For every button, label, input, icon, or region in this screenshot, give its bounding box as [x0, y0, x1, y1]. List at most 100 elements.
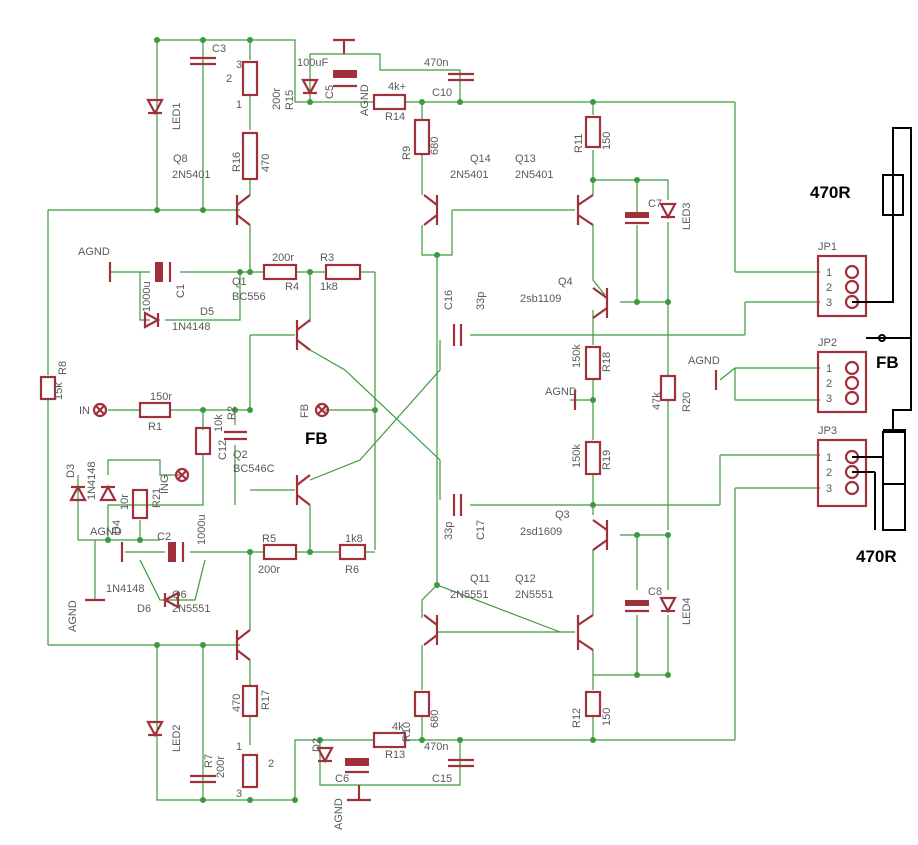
label-r14-value: 4k+: [388, 81, 406, 93]
label-q14: Q14: [470, 153, 491, 165]
label-r6: R6: [345, 564, 359, 576]
label-c16: C16: [443, 290, 455, 310]
label-r17-value: 470: [231, 694, 243, 712]
label-c16-value: 33p: [475, 292, 487, 310]
label-r5-value: 200r: [258, 564, 280, 576]
label-d5-value: 1N4148: [172, 321, 211, 333]
label-q3: Q3: [555, 509, 570, 521]
label-r12: R12: [571, 708, 583, 728]
capacitors: [155, 56, 649, 784]
label-r21: R21: [151, 488, 163, 508]
label-d5: D5: [200, 306, 214, 318]
label-in: IN: [79, 405, 90, 417]
label-r15-value: 200r: [271, 88, 283, 110]
label-r16: R16: [231, 152, 243, 172]
bold-annotations: FB FB 470R 470R: [305, 183, 899, 566]
label-q2: Q2: [233, 449, 248, 461]
label-ing: ING: [159, 474, 171, 494]
label-d3-value: 1N4148: [86, 461, 98, 500]
label-c1: C1: [175, 284, 187, 298]
label-q12-value: 2N5551: [515, 589, 554, 601]
label-agnd-input: AGND: [90, 526, 122, 538]
label-c2-value: 1000u: [196, 514, 208, 545]
label-r13-value: 4k: [392, 721, 404, 733]
resistor-470r-top-label: 470R: [810, 183, 851, 202]
label-c2: C2: [157, 531, 171, 543]
label-r3-value: 1k8: [320, 281, 338, 293]
label-q1: Q1: [232, 276, 247, 288]
label-r5: R5: [262, 533, 276, 545]
label-jp1-pin3: 3: [826, 297, 832, 309]
label-c10: C10: [432, 87, 452, 99]
resistors: [39, 60, 677, 789]
label-r14: R14: [385, 111, 405, 123]
feedback-annotation: [852, 127, 912, 531]
label-agnd-top: AGND: [359, 84, 371, 116]
label-r2-value: 10k: [213, 414, 225, 432]
label-agnd-bottom-left: AGND: [67, 600, 79, 632]
label-jp2: JP2: [818, 337, 837, 349]
label-r15: R15: [284, 90, 296, 110]
label-r4-value: 200r: [272, 252, 294, 264]
label-r10-value: 680: [429, 710, 441, 728]
fb-annotation-right: FB: [876, 353, 899, 372]
label-r19-value: 150k: [571, 444, 583, 468]
component-labels: C3 2 3 1 200r R15 LED1 R16 470 Q8 2N5401…: [53, 43, 837, 830]
label-r18-value: 150k: [571, 344, 583, 368]
label-q8: Q8: [173, 153, 188, 165]
label-d6-value: 1N4148: [106, 583, 145, 595]
label-r15-pin2: 2: [226, 73, 232, 85]
label-r7-pin2: 2: [268, 758, 274, 770]
label-jp2-pin2: 2: [826, 378, 832, 390]
label-jp1: JP1: [818, 241, 837, 253]
label-c5: C5: [324, 85, 336, 99]
label-q13: Q13: [515, 153, 536, 165]
label-jp1-pin1: 1: [826, 267, 832, 279]
label-c15: C15: [432, 773, 452, 785]
label-c15-value: 470n: [424, 741, 448, 753]
label-q3-value: 2sd1609: [520, 526, 562, 538]
label-led2: LED2: [171, 724, 183, 752]
label-r9-value: 680: [429, 137, 441, 155]
diodes: [69, 78, 677, 764]
label-q6: Q6: [172, 589, 187, 601]
resistor-470r-bottom-label: 470R: [856, 547, 897, 566]
label-r20-value: 47k: [651, 392, 663, 410]
wires: [47, 39, 820, 801]
label-r17: R17: [260, 690, 272, 710]
label-q6-value: 2N5551: [172, 603, 211, 615]
label-q4-value: 2sb1109: [520, 293, 561, 305]
label-d6: D6: [137, 603, 151, 615]
label-jp2-pin3: 3: [826, 393, 832, 405]
label-r20: R20: [681, 392, 693, 412]
label-r1: R1: [148, 421, 162, 433]
label-d2: D2: [311, 738, 323, 752]
label-q12: Q12: [515, 573, 536, 585]
label-q1-value: BC556: [232, 291, 266, 303]
transistors: [235, 194, 609, 661]
label-c17-value: 33p: [443, 522, 455, 540]
label-r3: R3: [320, 252, 334, 264]
label-r10: R10: [401, 722, 413, 742]
label-agnd-q4: AGND: [545, 386, 577, 398]
label-agnd-c1: AGND: [78, 246, 110, 258]
label-r2: R2: [226, 406, 238, 420]
label-r19: R19: [601, 450, 613, 470]
label-led4: LED4: [681, 597, 693, 625]
label-r6-value: 1k8: [345, 533, 363, 545]
label-agnd-bottom: AGND: [333, 798, 345, 830]
label-d3: D3: [65, 464, 77, 478]
label-r16-value: 470: [260, 154, 272, 172]
label-jp3-pin2: 2: [826, 467, 832, 479]
junctions: [105, 37, 671, 803]
label-c10-value: 470n: [424, 57, 448, 69]
input-connectors: [92, 402, 330, 483]
label-r7: R7: [203, 754, 215, 768]
label-jp3-pin3: 3: [826, 483, 832, 495]
label-c7: C7: [648, 198, 662, 210]
label-c17: C17: [475, 520, 487, 540]
label-r8-value: 15k: [53, 382, 65, 400]
label-fb-small: FB: [299, 404, 311, 418]
